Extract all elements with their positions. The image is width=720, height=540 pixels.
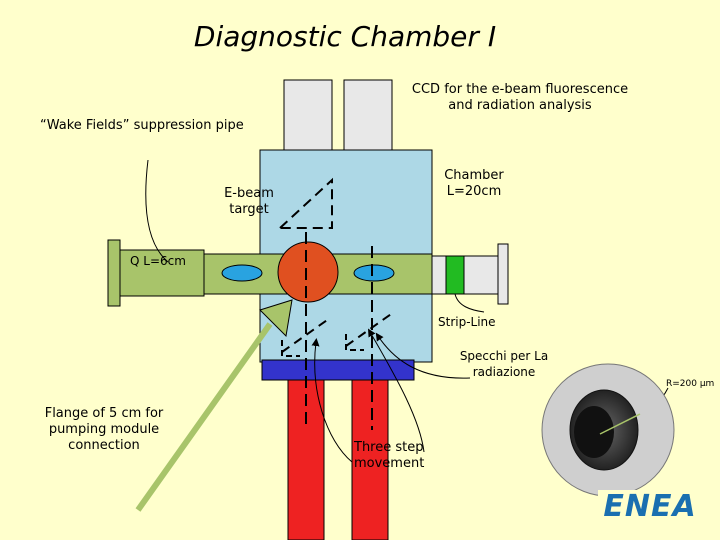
page-title: Diagnostic Chamber I bbox=[193, 20, 497, 53]
washer-pointer bbox=[599, 413, 641, 435]
label-specchi: Specchi per La radiazione bbox=[459, 349, 549, 379]
enea-logo: ENEA bbox=[598, 489, 702, 524]
label-ccd: CCD for the e-beam fluorescence and radi… bbox=[411, 82, 629, 113]
label-radius: R=200 μm bbox=[666, 379, 715, 389]
mirror-right-frame bbox=[345, 334, 364, 351]
enea-logo-text: ENEA bbox=[603, 489, 696, 524]
label-wake-fields: “Wake Fields” suppression pipe bbox=[40, 118, 244, 133]
ebeam-target-disc bbox=[277, 241, 339, 303]
right-flange bbox=[497, 243, 509, 305]
washer-hole bbox=[574, 406, 614, 458]
leader-wake-fields bbox=[145, 159, 169, 263]
screen-left bbox=[221, 264, 263, 282]
ccd-camera-right bbox=[343, 79, 393, 151]
right-pipe bbox=[431, 255, 499, 295]
mirror-right bbox=[345, 311, 395, 347]
leader-strip-line bbox=[454, 293, 485, 313]
mirror-left bbox=[281, 317, 331, 353]
label-strip-line: Strip-Line bbox=[438, 315, 496, 329]
pumping-arrow-shaft bbox=[135, 322, 273, 512]
leader-specchi bbox=[375, 332, 471, 379]
mirror-left-frame bbox=[281, 340, 300, 357]
leader-three-step-left bbox=[311, 338, 353, 463]
label-ebeam-target: E-beam target bbox=[224, 186, 274, 217]
label-three-step: Three step movement bbox=[354, 440, 425, 471]
left-flange bbox=[107, 239, 121, 307]
leader-three-step-right bbox=[367, 328, 425, 453]
ccd-mirror-triangle bbox=[277, 177, 333, 229]
support-right bbox=[351, 379, 389, 540]
label-chamber: Chamber L=20cm bbox=[444, 168, 504, 199]
strip-line-segment bbox=[445, 255, 465, 295]
label-flange: Flange of 5 cm for pumping module connec… bbox=[44, 406, 164, 453]
label-q: Q L=6cm bbox=[130, 254, 186, 268]
ccd-camera-left bbox=[283, 79, 333, 151]
pumping-arrow-head bbox=[259, 299, 293, 338]
screen-right bbox=[353, 264, 395, 282]
chamber-base bbox=[261, 359, 415, 381]
